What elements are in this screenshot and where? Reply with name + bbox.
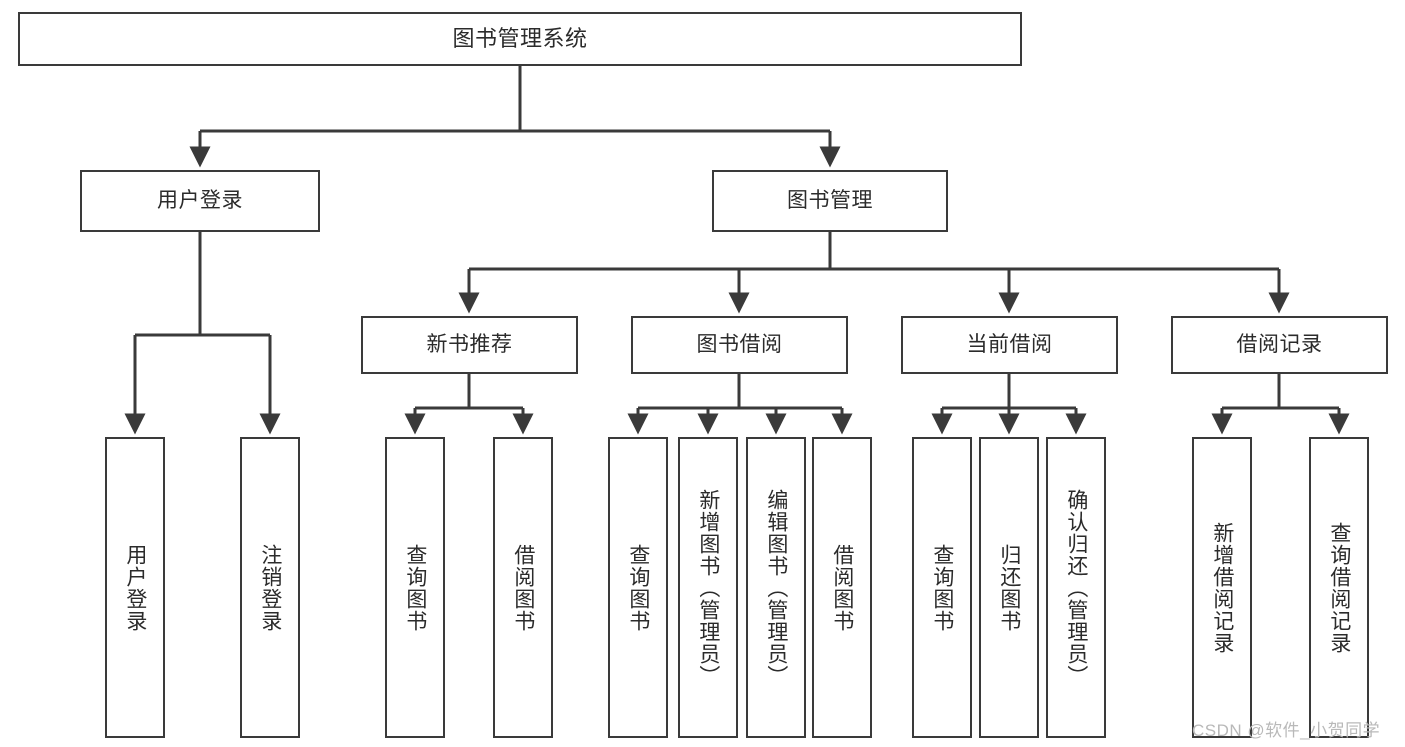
node-root-label: 图书管理系统 [452,26,588,52]
node-leaf-query-book-2[interactable]: 查询图书 [608,437,668,738]
node-book-borrow-label: 图书借阅 [696,332,783,356]
node-book-management[interactable]: 图书管理 [712,170,948,232]
node-leaf-add-record[interactable]: 新增借阅记录 [1192,437,1252,738]
node-leaf-query-record[interactable]: 查询借阅记录 [1309,437,1369,738]
node-leaf-add-book-label: 新增图书（管理员） [696,488,720,687]
node-leaf-borrow-book-1[interactable]: 借阅图书 [493,437,553,738]
node-leaf-query-book-2-label: 查询图书 [626,543,650,632]
node-user-login-label: 用户登录 [157,188,243,212]
node-leaf-add-book[interactable]: 新增图书（管理员） [678,437,738,738]
node-leaf-confirm-return-label: 确认归还（管理员） [1064,488,1088,687]
node-leaf-query-book-1-label: 查询图书 [403,543,427,632]
node-leaf-edit-book-label: 编辑图书（管理员） [764,488,788,687]
node-leaf-borrow-book-1-label: 借阅图书 [511,543,535,632]
node-leaf-user-login[interactable]: 用户登录 [105,437,165,738]
node-leaf-edit-book[interactable]: 编辑图书（管理员） [746,437,806,738]
node-leaf-borrow-book-2-label: 借阅图书 [830,543,854,632]
node-leaf-borrow-book-2[interactable]: 借阅图书 [812,437,872,738]
csdn-watermark: CSDN @软件_小贺同学 [1192,721,1381,740]
node-leaf-query-book-3-label: 查询图书 [930,543,954,632]
node-current-borrow[interactable]: 当前借阅 [901,316,1118,374]
node-leaf-logout-login[interactable]: 注销登录 [240,437,300,738]
node-leaf-user-login-label: 用户登录 [123,543,147,632]
node-leaf-return-book-label: 归还图书 [997,543,1021,632]
node-borrow-record[interactable]: 借阅记录 [1171,316,1388,374]
node-leaf-return-book[interactable]: 归还图书 [979,437,1039,738]
node-book-management-label: 图书管理 [787,188,873,212]
node-borrow-record-label: 借阅记录 [1236,332,1323,356]
node-leaf-confirm-return[interactable]: 确认归还（管理员） [1046,437,1106,738]
node-user-login[interactable]: 用户登录 [80,170,320,232]
node-new-book-recommend-label: 新书推荐 [426,332,513,356]
node-book-borrow[interactable]: 图书借阅 [631,316,848,374]
node-leaf-query-book-3[interactable]: 查询图书 [912,437,972,738]
node-leaf-logout-login-label: 注销登录 [258,543,282,632]
node-current-borrow-label: 当前借阅 [966,332,1053,356]
node-leaf-query-record-label: 查询借阅记录 [1327,521,1351,654]
node-leaf-add-record-label: 新增借阅记录 [1210,521,1234,654]
node-root[interactable]: 图书管理系统 [18,12,1022,66]
node-leaf-query-book-1[interactable]: 查询图书 [385,437,445,738]
node-new-book-recommend[interactable]: 新书推荐 [361,316,578,374]
